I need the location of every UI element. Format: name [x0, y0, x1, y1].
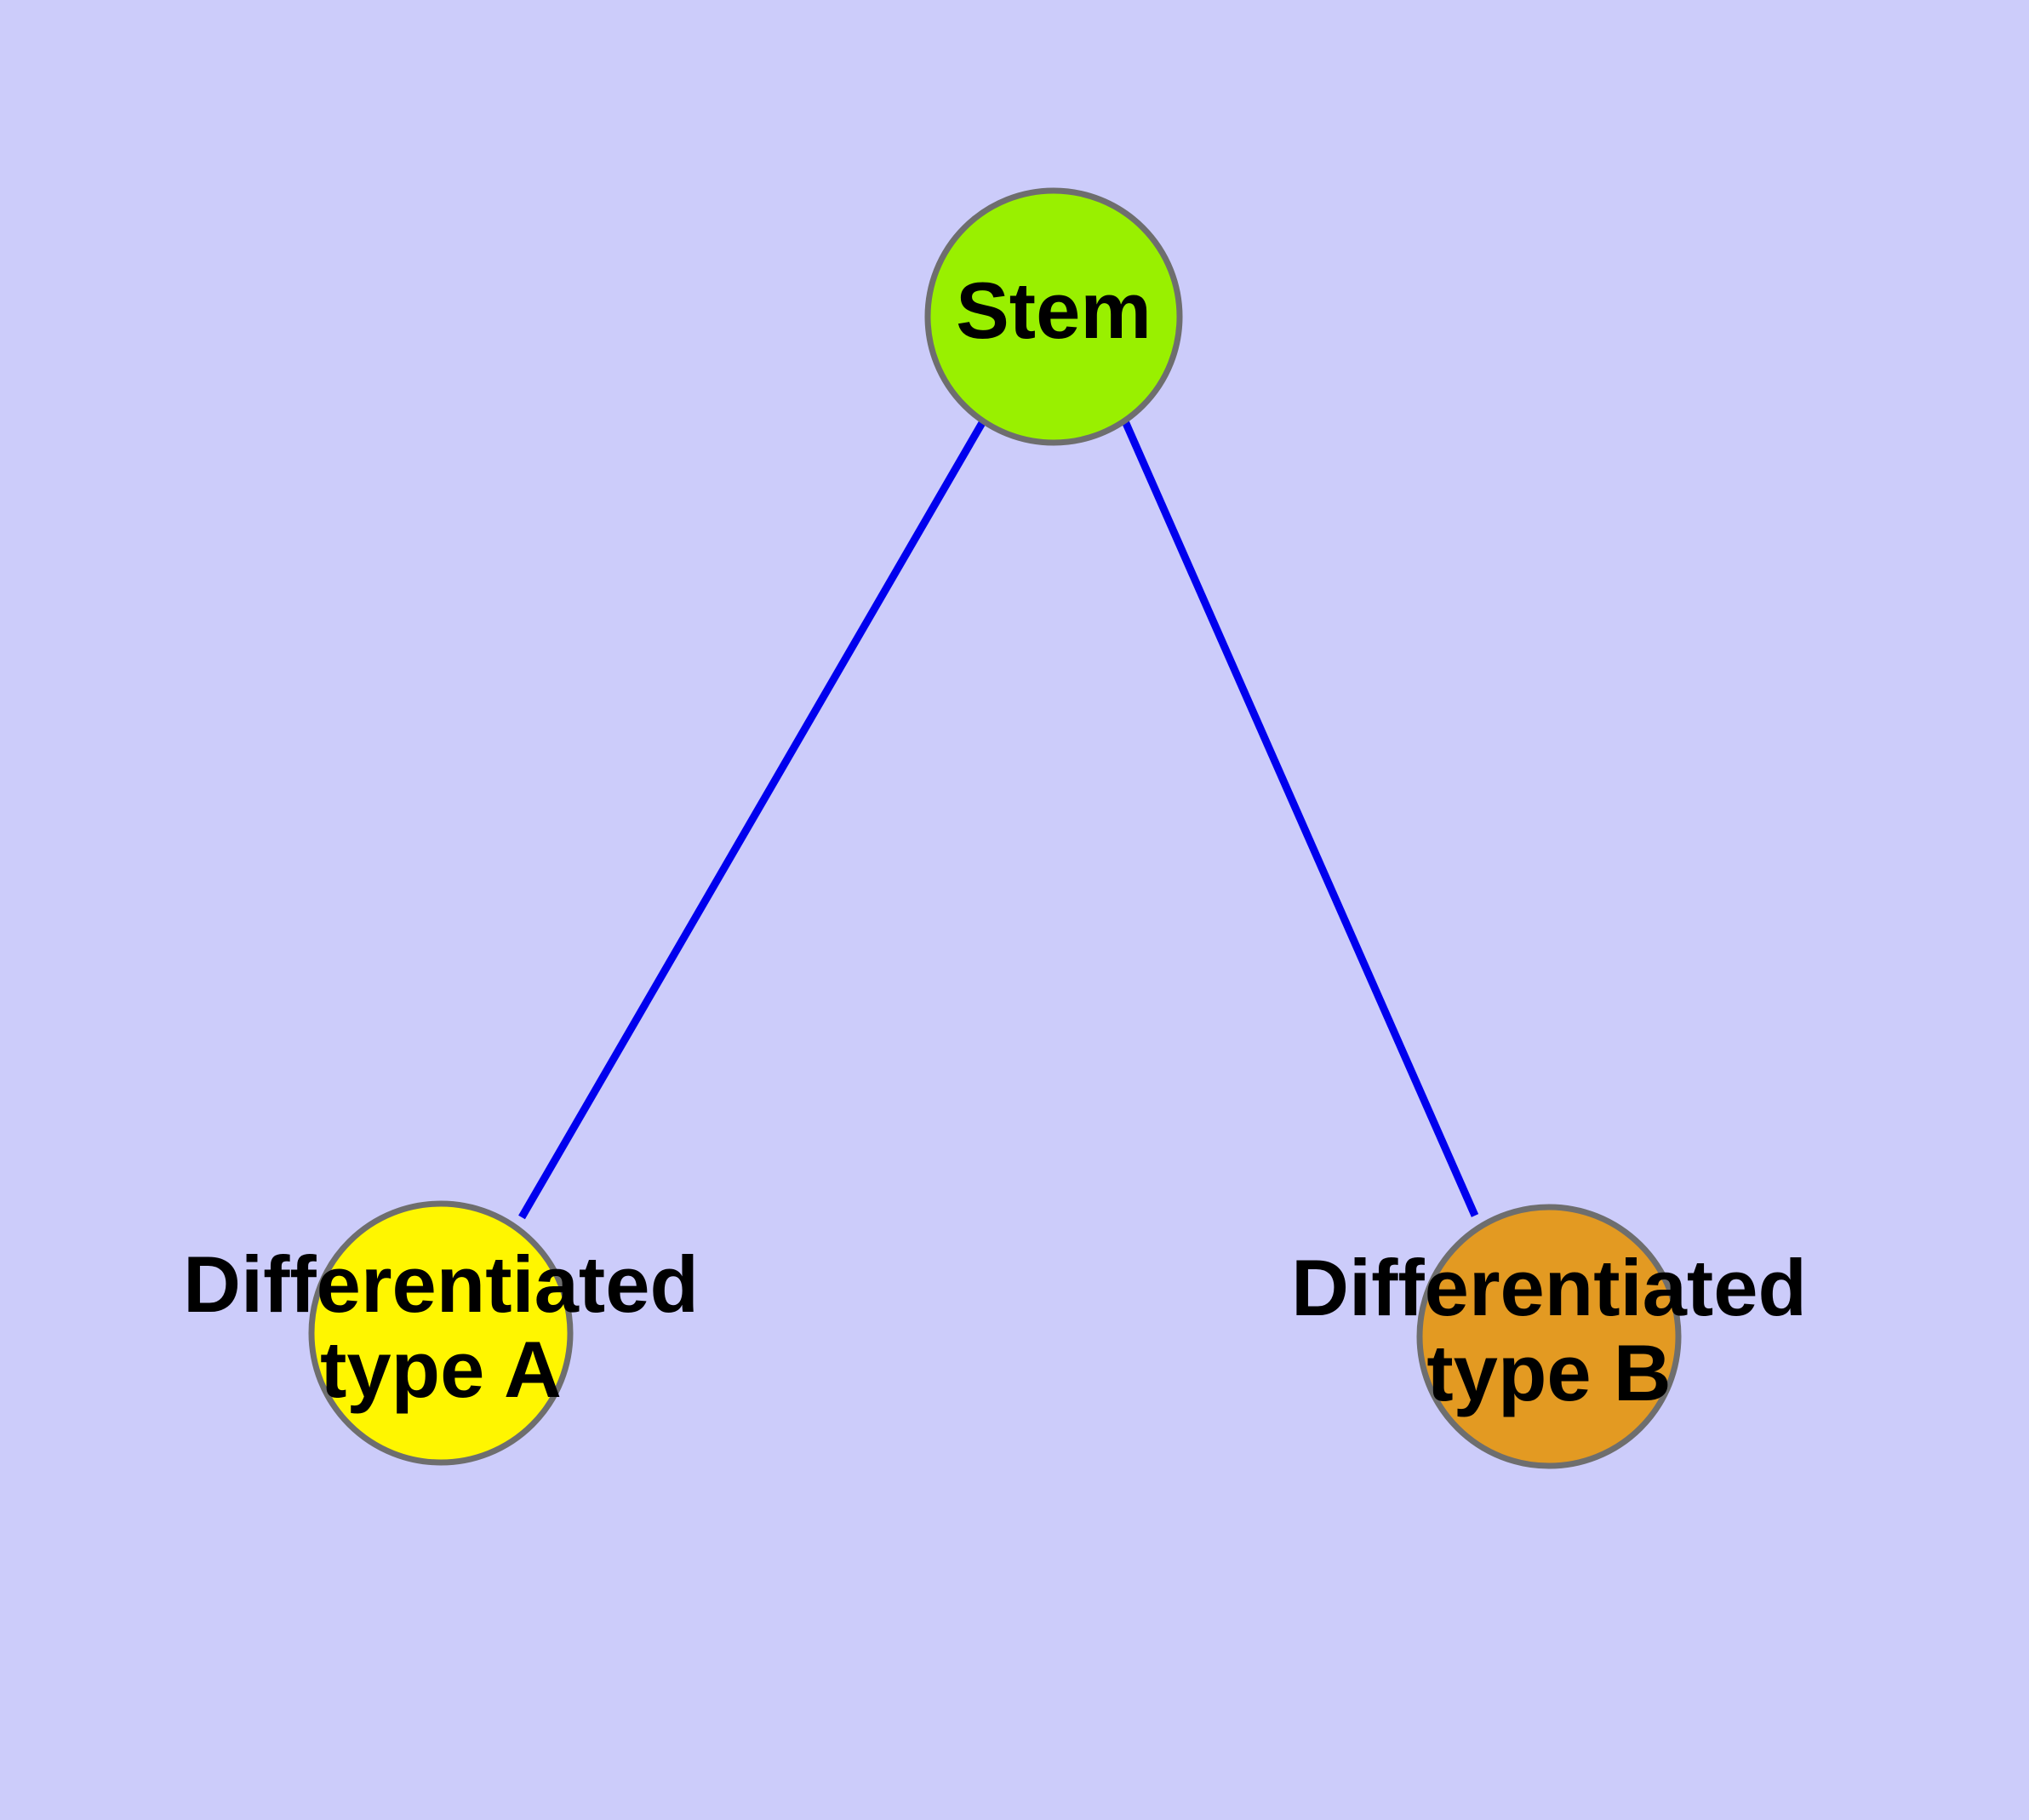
- edge-stem-to-differentiated-type-a[interactable]: [518, 419, 986, 1220]
- node-label-stem: Stem: [956, 266, 1152, 355]
- node-label-line: Differentiated: [183, 1239, 699, 1329]
- node-differentiated-type-b[interactable]: [1416, 1204, 1682, 1469]
- node-stem[interactable]: [924, 187, 1183, 446]
- node-label-line: type B: [1426, 1328, 1671, 1417]
- node-label-line: Stem: [956, 266, 1152, 355]
- node-label-line: Differentiated: [1291, 1243, 1807, 1332]
- node-label-line: type A: [320, 1325, 562, 1414]
- edge-stem-to-differentiated-type-b[interactable]: [1121, 420, 1479, 1217]
- edges-layer: [518, 419, 1479, 1220]
- node-differentiated-type-a[interactable]: [308, 1200, 574, 1466]
- nodes-layer: [308, 187, 1682, 1469]
